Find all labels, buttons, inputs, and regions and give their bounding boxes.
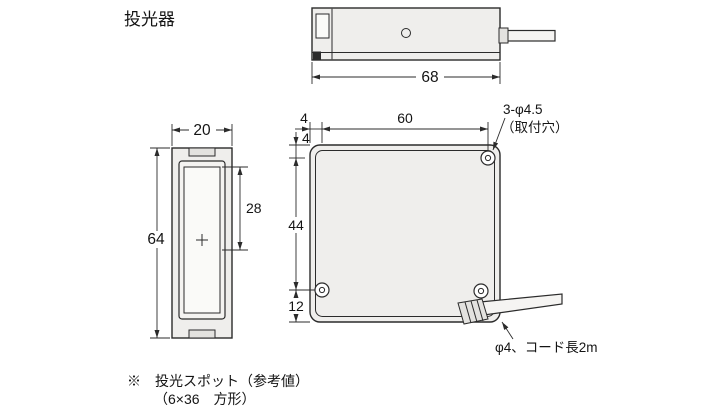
front-view-body: [309, 144, 501, 323]
front-view: 4 60 4 44 12 3-φ4: [286, 102, 598, 355]
dim-44: 44: [286, 144, 315, 291]
footnote-line1: ※ 投光スポット（参考値）: [127, 373, 309, 389]
footnote-line2: （6×36 方形）: [154, 391, 256, 407]
dim-28: 28: [222, 166, 262, 251]
top-view-cable: [506, 29, 556, 42]
front-view-cable-boot: [457, 298, 489, 325]
side-view-top-tab: [188, 147, 216, 157]
label-background: [189, 122, 216, 138]
mounting-hole-bottom-right: [473, 283, 489, 299]
top-view-indicator-mark: [313, 51, 321, 60]
boot-ridge: [464, 301, 472, 324]
dim-64-label: 64: [147, 231, 165, 248]
top-view-screw-hole: [401, 28, 411, 38]
mounting-hole-callout: 3-φ4.5 （取付穴）: [492, 102, 569, 151]
label-background: [286, 217, 305, 233]
front-view-inner-outline: [315, 150, 495, 317]
leader-line: [501, 321, 514, 340]
dim-20-label: 20: [193, 122, 211, 139]
side-view-bottom-tab: [188, 329, 216, 339]
dim-64: 64: [143, 147, 170, 339]
side-view: 20 64 28: [143, 122, 262, 339]
hole-center: [318, 286, 326, 294]
mounting-hole-bottom-left: [314, 282, 330, 298]
dim-20: 20: [171, 122, 233, 146]
label-background: [416, 68, 444, 85]
boot-body: [457, 298, 489, 325]
boot-ridge: [476, 299, 484, 322]
hole-center: [484, 154, 492, 162]
dim-68-label: 68: [421, 69, 438, 86]
footnote: ※ 投光スポット（参考値） （6×36 方形）: [127, 373, 309, 407]
mounting-hole-label-line1: 3-φ4.5: [503, 102, 543, 117]
cable-label: φ4、コード長2m: [495, 340, 598, 355]
dim-4-left: 4: [295, 110, 323, 143]
mounting-hole-label-line2: （取付穴）: [501, 120, 569, 135]
leader-line: [492, 117, 506, 151]
dim-60: 60: [322, 110, 489, 150]
dim-28-label: 28: [246, 200, 262, 216]
mounting-hole-top-right: [480, 150, 496, 166]
top-view-lens-window: [315, 13, 330, 39]
dim-12-label: 12: [288, 298, 304, 314]
dim-4-left-label: 4: [300, 110, 308, 126]
hole-center: [477, 287, 485, 295]
top-view-body: [311, 7, 501, 61]
top-view-cable-boot: [498, 27, 509, 44]
dim-4-top: 4: [289, 130, 310, 159]
label-background: [143, 231, 170, 248]
dim-44-label: 44: [288, 217, 304, 233]
top-view: 68: [311, 7, 556, 86]
dim-68: 68: [311, 62, 501, 86]
label-background: [286, 298, 305, 314]
dim-60-label: 60: [397, 110, 413, 126]
dim-4-top-label: 4: [302, 130, 310, 146]
cable-callout: φ4、コード長2m: [495, 321, 598, 355]
boot-ridge: [470, 300, 478, 323]
dim-12: 12: [286, 290, 310, 323]
page-title: 投光器: [124, 10, 175, 29]
